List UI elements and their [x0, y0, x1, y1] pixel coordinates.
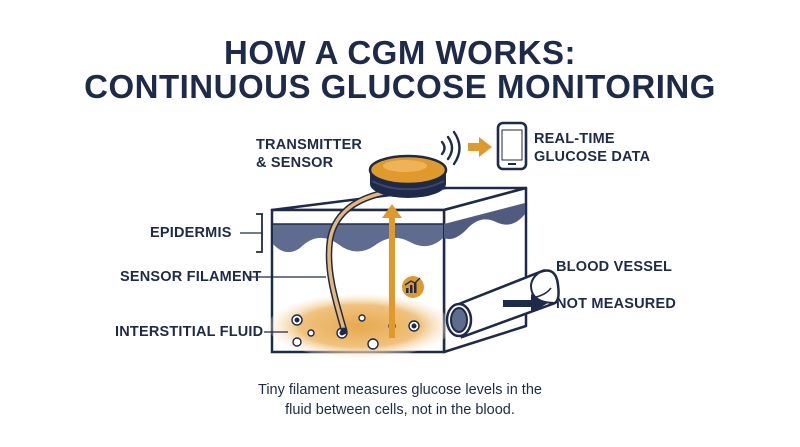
epidermis-label: EPIDERMIS	[150, 225, 232, 241]
transmitter-label-line-2: & SENSOR	[256, 155, 334, 171]
wifi-signal-icon	[440, 130, 461, 166]
sensor-filament-label: SENSOR FILAMENT	[120, 269, 262, 285]
epidermis-layer	[273, 224, 443, 253]
trend-chart-icon	[402, 276, 424, 298]
not-measured-label: NOT MEASURED	[556, 296, 677, 312]
caption-line-2: fluid between cells, not in the blood.	[285, 402, 515, 418]
realtime-data-label: REAL-TIME GLUCOSE DATA	[534, 130, 650, 166]
realtime-label-line-2: GLUCOSE DATA	[534, 149, 651, 165]
blood-vessel-label: BLOOD VESSEL	[556, 259, 672, 275]
caption-line-1: Tiny filament measures glucose levels in…	[258, 382, 542, 398]
transmitter-label-line-1: TRANSMITTER	[256, 137, 363, 153]
arrow-right-icon	[468, 137, 492, 157]
not-measured-arrow	[503, 294, 547, 313]
glucose-signal-arrow	[382, 204, 402, 338]
interstitial-fluid-label: INTERSTITIAL FLUID	[115, 324, 264, 340]
epidermis-layer-side	[444, 203, 525, 239]
smartphone-icon	[496, 121, 528, 171]
transmitter-device	[368, 154, 448, 198]
transmitter-label: TRANSMITTER & SENSOR	[256, 136, 362, 172]
title-line-1: HOW A CGM WORKS:	[223, 34, 576, 71]
interstitial-fluid-region	[268, 294, 452, 358]
realtime-label-line-1: REAL-TIME	[534, 131, 615, 147]
title-line-2: CONTINUOUS GLUCOSE MONITORING	[84, 68, 716, 105]
